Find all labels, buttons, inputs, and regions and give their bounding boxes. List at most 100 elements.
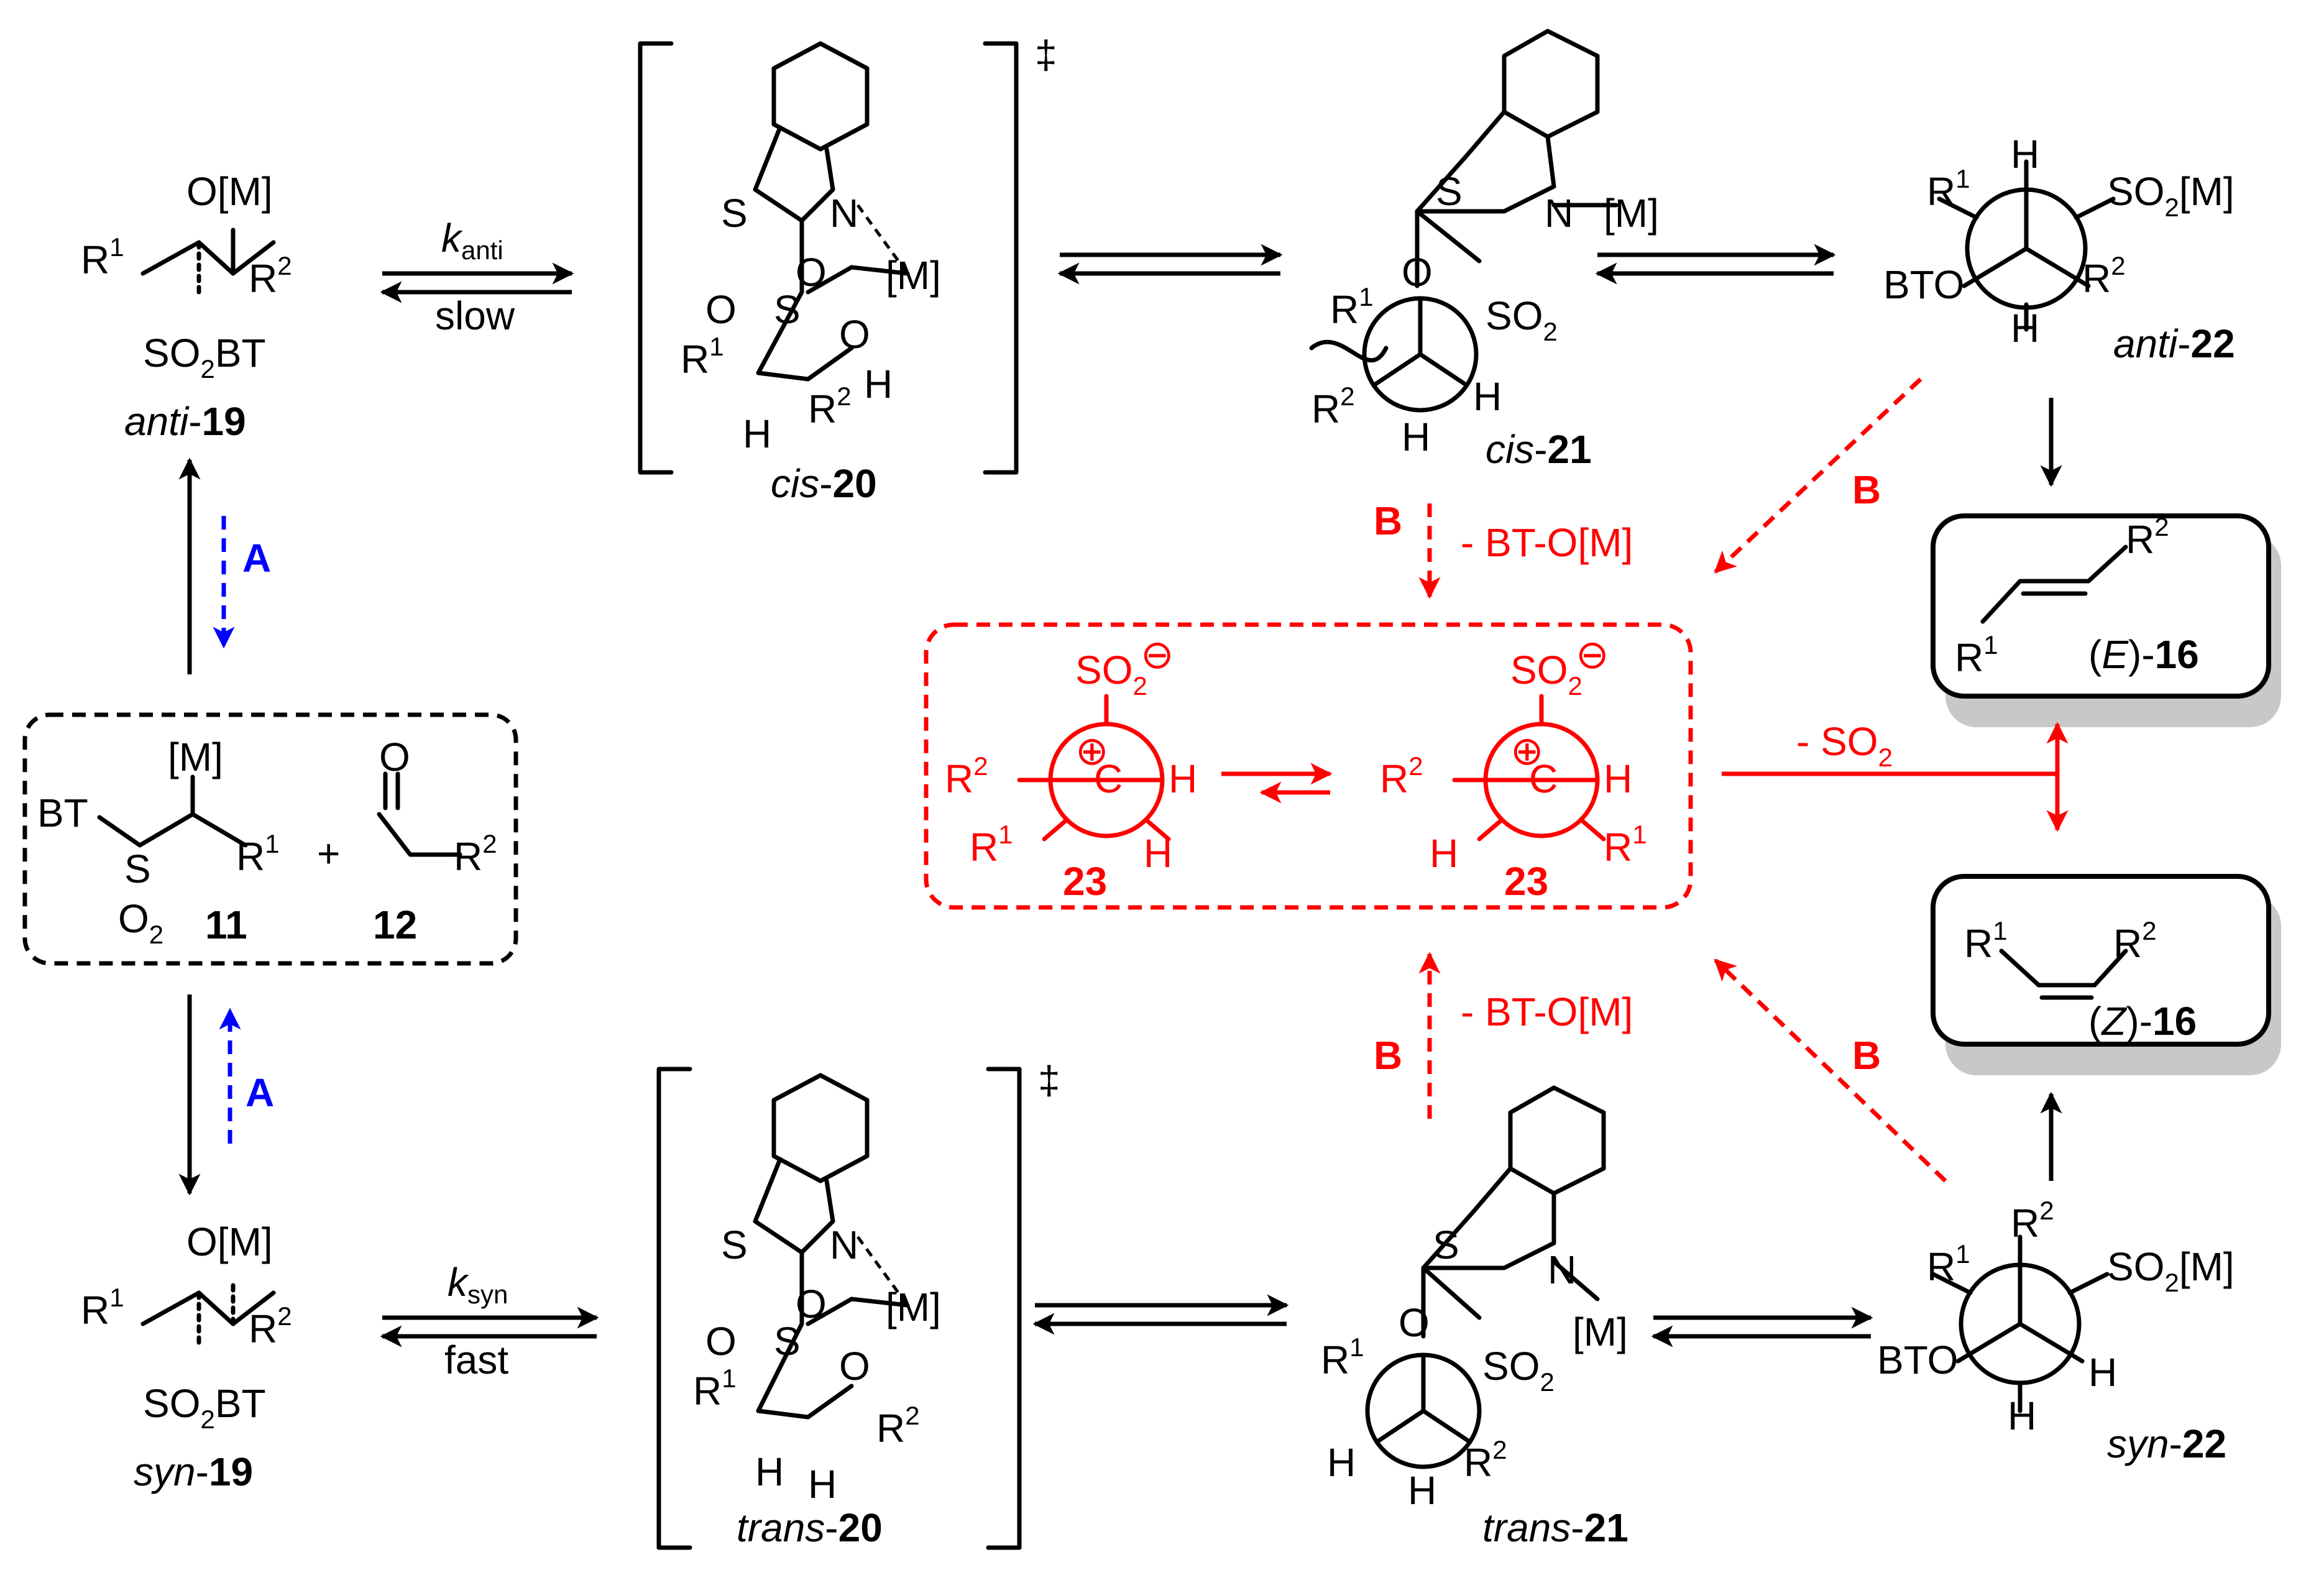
compound-23-left: 23 [1063,859,1107,904]
arrows-pathway-A: A A [178,457,274,1196]
r2-label: R2 [249,251,292,301]
bt-label: BT [37,791,88,835]
dagger-trans: ‡ [1038,1058,1060,1103]
fast-label: fast [444,1338,508,1382]
label-B: B [1374,498,1402,543]
r1-label: R1 [1964,916,2008,966]
trans-21-label: trans-21 [1482,1505,1628,1550]
equilibrium-21-22-bottom [1651,1306,1873,1347]
C-atom: C [1094,756,1123,801]
so2-label: SO2 [1486,293,1558,346]
O-atom: O [796,1282,827,1326]
r2-label: R2 [876,1401,920,1451]
O-atom: O [1402,250,1433,295]
compound-11-label: 11 [205,902,247,947]
minus-so2-label: - SO2 [1796,719,1893,772]
H-atom: H [1473,374,1502,419]
om-label: O[M] [186,1219,273,1264]
H-atom: H [2088,1350,2117,1395]
compound-anti-19: O[M] R1 R2 SO2BT anti-19 [81,169,292,444]
plus-charge: ⊕ [1075,728,1109,773]
H-atom: H [743,411,771,456]
metal-label: [M] [1573,1310,1628,1354]
so2-anion: SO2 [1510,648,1582,700]
O-atom: O [839,312,870,357]
r1-label: R1 [1955,630,1998,680]
r1-label: R1 [1927,164,1970,214]
metal-label: [M] [1604,191,1659,236]
equilibrium-k-anti: kanti slow [380,216,574,338]
equilibrium-k-syn: ksyn fast [380,1260,599,1382]
O-atom: O [1399,1300,1430,1345]
r2-label: R2 [1311,382,1355,431]
r2-label: R2 [1380,751,1423,801]
r1-label: R1 [681,332,724,382]
r1-label: R1 [1604,820,1647,870]
so2bt-label: SO2BT [143,331,266,383]
r1-label: R1 [1330,282,1374,332]
metal-label: [M] [886,1285,941,1329]
O-atom: O [379,735,410,779]
Z-16-label: (Z)-16 [2088,999,2197,1044]
bt-om-label: - BT-O[M] [1461,989,1633,1034]
reactants-11-12: [M] BT S O2 R1 11 + O R2 12 [22,712,518,966]
H-atom: H [1402,415,1430,459]
equilibrium-20-21-bottom [1032,1294,1289,1335]
so2-anion: SO2 [1075,648,1147,700]
r2-label: R2 [249,1301,292,1351]
S-atom: S [774,287,801,332]
r2-label: R2 [2011,1196,2054,1246]
compound-anti-22: H R1 SO2[M] BTO R2 H anti-22 [1883,132,2235,366]
H-atom: H [864,362,893,406]
r2-label: R2 [2126,512,2169,562]
H-atom: H [1408,1468,1436,1513]
so2bt-label: SO2BT [143,1381,266,1434]
N-atom: N [830,191,858,236]
r1-label: R1 [970,820,1013,870]
S-atom: S [721,1223,748,1267]
H-atom: H [1327,1440,1356,1485]
S-atom: S [124,847,151,891]
om-label: O[M] [186,169,273,214]
S-atom: S [721,191,748,236]
k-anti-label: kanti [441,216,503,265]
r1-label: R1 [693,1364,737,1413]
so2m-label: SO2[M] [2107,1244,2234,1297]
H-atom: H [1144,831,1172,876]
bt-om-label: - BT-O[M] [1461,520,1633,565]
equilibrium-20-21-top [1057,244,1283,285]
O-atom: O [705,287,737,332]
product-E-16: R2 R1 (E)-16 [1931,512,2281,727]
E-16-label: (E)-16 [2088,632,2199,677]
label-B: B [1852,1033,1881,1078]
slow-label: slow [435,293,515,338]
bto-label: BTO [1883,262,1964,307]
r2-label: R2 [2082,251,2126,301]
H-atom: H [2008,1393,2036,1438]
syn-19-label: syn-19 [134,1449,253,1494]
O-atom: O [839,1344,870,1389]
anti-22-label: anti-22 [2113,321,2235,366]
O-atom: O [705,1319,737,1364]
H-atom: H [1169,756,1197,801]
syn-22-label: syn-22 [2107,1421,2226,1466]
so2m-label: SO2[M] [2107,169,2234,222]
C-atom: C [1529,756,1558,801]
r1-label: R1 [236,829,280,879]
k-syn-label: ksyn [448,1260,508,1309]
r1-label: R1 [1321,1333,1364,1382]
H-atom: H [1430,831,1458,876]
compound-syn-22: R2 R1 SO2[M] BTO H H syn-22 [1877,1196,2234,1466]
N-atom: N [1545,191,1573,236]
metal-label: [M] [886,253,941,298]
H-atom: H [755,1449,784,1494]
anti-19-label: anti-19 [124,399,246,444]
H-atom: H [2011,132,2039,177]
transition-state-trans-20: ‡ S N [M] O O S O R1 R2 H H trans-20 [656,1058,1060,1550]
compound-12-label: 12 [373,902,417,947]
minus-charge: ⊖ [1141,632,1174,677]
metal-label: [M] [168,735,223,779]
compound-syn-19: O[M] R1 R2 SO2BT syn-19 [81,1219,292,1494]
r2-label: R2 [2113,916,2157,966]
